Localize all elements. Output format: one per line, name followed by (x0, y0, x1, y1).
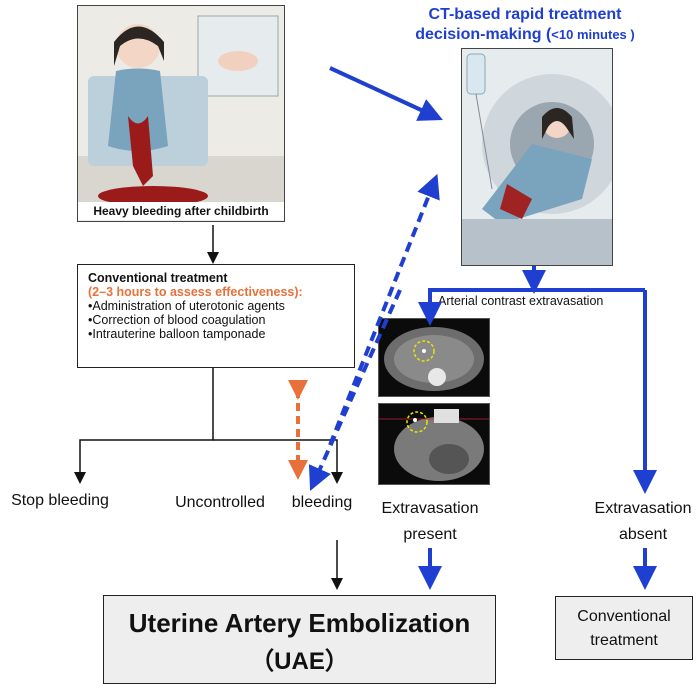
branch-line (74, 368, 214, 484)
ct-sagittal-svg (379, 409, 489, 481)
ct-scanner-image (462, 49, 612, 265)
uae-abbr: （UAE） (250, 648, 349, 675)
ct-scan-axial-image (378, 318, 490, 397)
dashed-arrow-to-bleeding (308, 289, 402, 491)
uae-box: Uterine Artery Embolization （UAE） (103, 595, 496, 684)
ct-decision-title: CT-based rapid treatment decision-making… (390, 5, 660, 45)
conventional-box-title: Conventional treatment (88, 271, 228, 285)
ct-scan-sagittal-image (378, 403, 490, 485)
ct-title-time: <10 minutes ) (551, 27, 635, 42)
extravasation-present-line1: Extravasation (381, 500, 479, 517)
conventional-box-subtitle: (2–3 hours to assess effectiveness): (88, 285, 303, 299)
conventional-box-item: •Intrauterine balloon tamponade (88, 327, 266, 341)
conventional-box-item: •Administration of uterotonic agents (88, 299, 285, 313)
ct-title-line1: CT-based rapid treatment (428, 6, 622, 23)
extravasation-absent-line2: absent (618, 526, 668, 543)
stop-bleeding-label: Stop bleeding (11, 492, 109, 509)
conventional-result-line2: treatment (590, 632, 658, 649)
extravasation-absent-label: Extravasation absent (583, 496, 700, 548)
extravasation-present-line2: present (403, 526, 457, 543)
bleeding-caption: Heavy bleeding after childbirth (78, 202, 284, 220)
dashed-arrow-to-ct (328, 173, 440, 446)
branch-line-right (213, 439, 343, 484)
ct-scanner-illustration (461, 48, 613, 266)
conventional-result-line1: Conventional (577, 608, 671, 625)
uncontrolled-label: Uncontrolled (175, 494, 265, 511)
uae-title: Uterine Artery Embolization (128, 608, 471, 638)
extravasation-absent-line1: Extravasation (594, 500, 692, 517)
bleeding-label: bleeding (291, 494, 353, 511)
conventional-treatment-box: Conventional treatment (2–3 hours to ass… (77, 264, 355, 368)
ct-title-line2-main: decision-making ( (415, 26, 552, 43)
conventional-treatment-result-box: Conventional treatment (555, 596, 693, 660)
arrow-to-ct (329, 66, 443, 121)
conventional-box-item: •Correction of blood coagulation (88, 313, 266, 327)
postpartum-bleeding-image (78, 6, 284, 221)
extravasation-present-label: Extravasation present (370, 496, 490, 548)
arterial-extravasation-label: Arterial contrast extravasation (438, 294, 604, 308)
ct-title-line2: decision-making (<10 minutes ) (390, 25, 660, 45)
ct-axial-svg (384, 327, 484, 391)
postpartum-bleeding-illustration: Heavy bleeding after childbirth (77, 5, 285, 222)
